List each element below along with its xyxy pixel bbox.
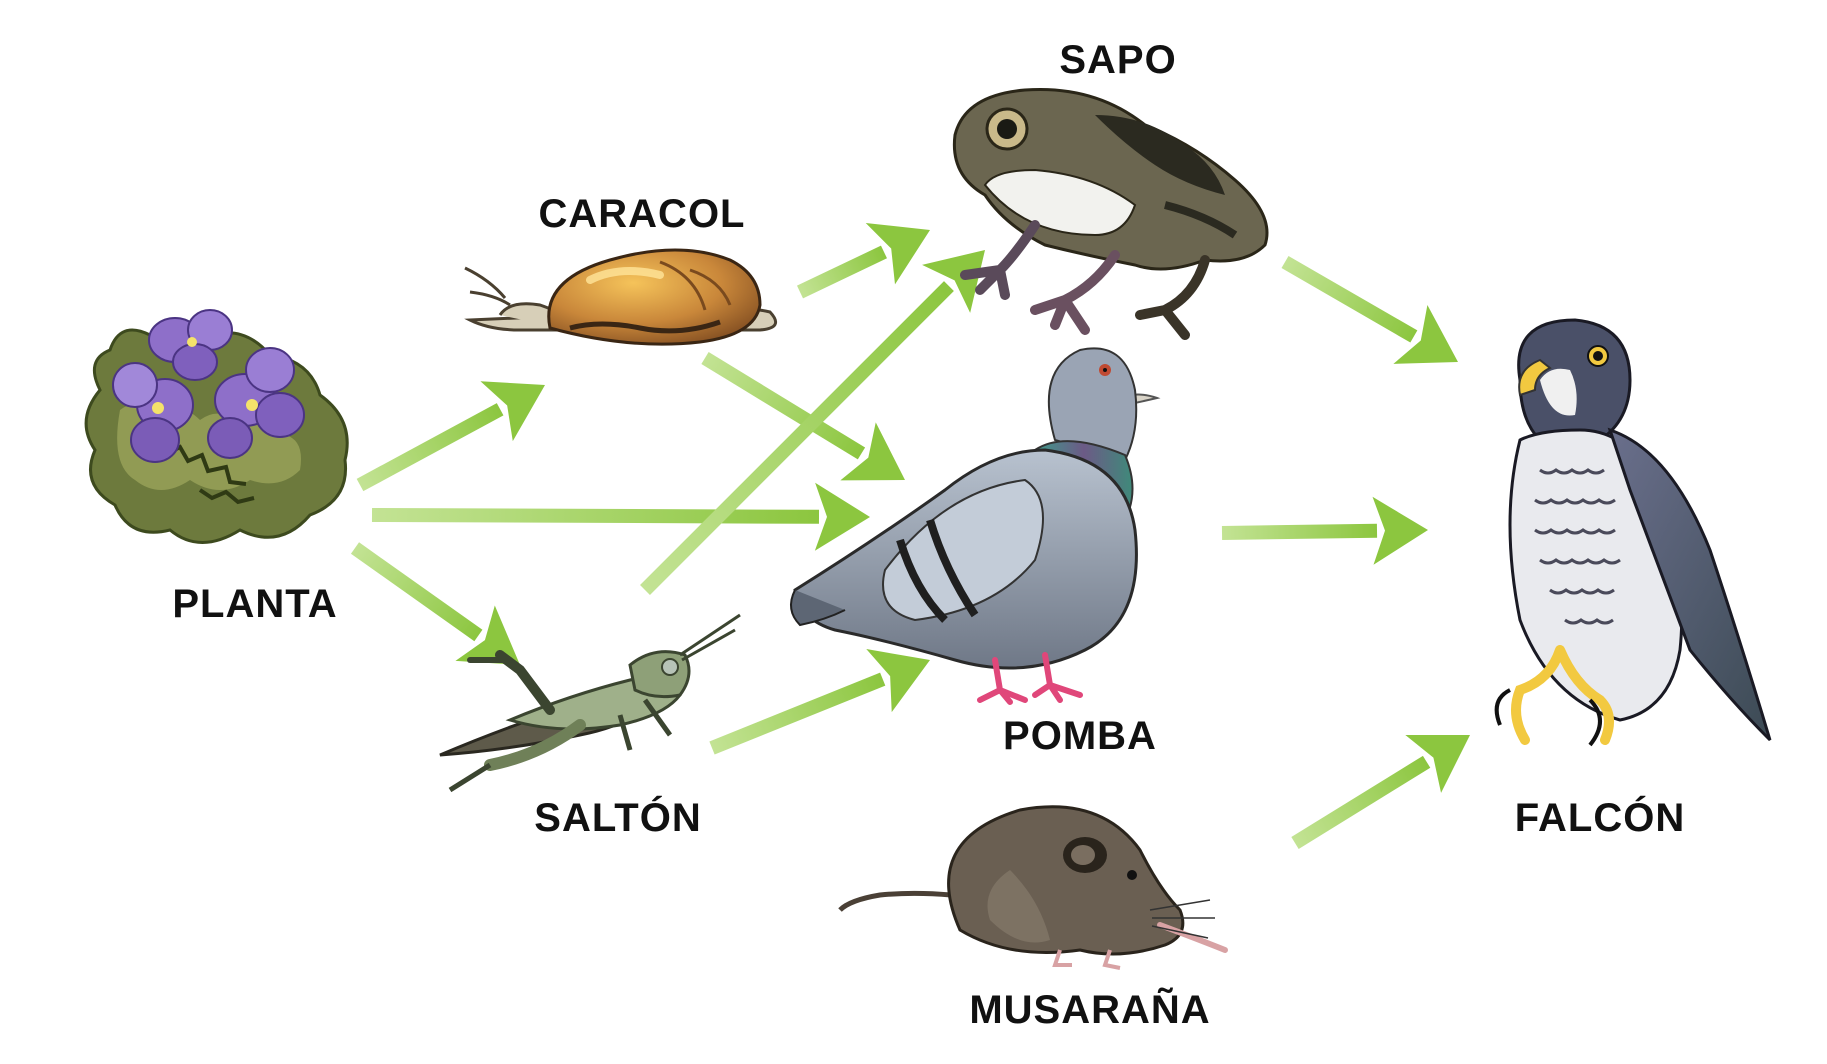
arrow-shaft — [1221, 523, 1378, 540]
arrow-head — [866, 649, 931, 713]
arrow-planta-to-pomba — [371, 482, 871, 551]
arrow-musarana-to-falcon — [1291, 734, 1471, 849]
label-salton: SALTÓN — [534, 796, 702, 840]
arrow-planta-to-caracol — [356, 381, 546, 492]
arrow-head — [814, 482, 871, 551]
label-falcon: FALCÓN — [1514, 796, 1686, 840]
arrow-salton-to-pomba — [709, 649, 931, 755]
arrow-shaft — [701, 352, 866, 460]
arrow-shaft — [796, 245, 887, 299]
label-planta: PLANTA — [172, 582, 338, 626]
label-pomba: POMBA — [1003, 714, 1157, 758]
arrow-shaft — [371, 508, 820, 524]
arrow-head — [1405, 734, 1471, 793]
arrow-head — [480, 381, 546, 442]
arrow-caracol-to-pomba — [701, 352, 906, 481]
arrow-caracol-to-sapo — [796, 222, 930, 299]
snail-icon — [464, 248, 778, 346]
arrow-shaft — [356, 403, 504, 492]
arrow-head — [1372, 496, 1429, 565]
falcon-icon — [1494, 318, 1772, 747]
label-sapo: SAPO — [1059, 38, 1177, 82]
arrow-head — [865, 222, 930, 285]
arrow-shaft — [709, 672, 886, 755]
arrow-shaft — [640, 281, 954, 595]
shrew-icon — [838, 805, 1228, 970]
arrow-head — [922, 250, 985, 313]
arrow-salton-to-sapo — [640, 250, 985, 595]
arrow-shaft — [350, 542, 483, 642]
arrow-shaft — [1291, 755, 1431, 849]
arrow-head — [455, 605, 521, 666]
flower-moss-icon — [84, 309, 349, 544]
arrow-head — [1393, 305, 1458, 364]
arrow-shaft — [1281, 255, 1418, 343]
arrows-layer — [350, 222, 1471, 849]
arrow-planta-to-salton — [350, 542, 521, 666]
label-musarana: MUSARAÑA — [969, 988, 1211, 1032]
pigeon-icon — [790, 347, 1161, 705]
arrow-sapo-to-falcon — [1281, 255, 1458, 364]
arrow-head — [840, 422, 906, 481]
grasshopper-icon — [439, 613, 741, 793]
toad-icon — [952, 87, 1269, 340]
label-caracol: CARACOL — [538, 192, 746, 236]
arrow-pomba-to-falcon — [1221, 496, 1429, 565]
